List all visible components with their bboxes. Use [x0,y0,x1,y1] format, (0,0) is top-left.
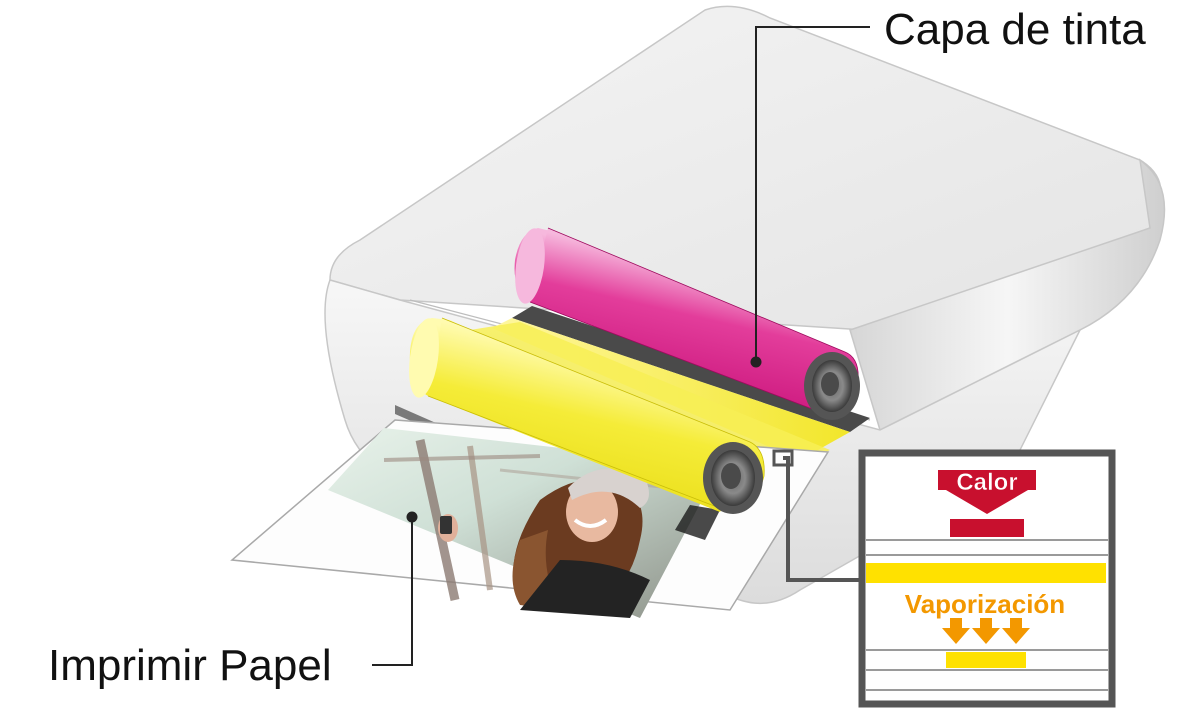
heater-block [950,519,1024,537]
print-paper-callout: Imprimir Papel [48,511,418,690]
ink-ribbon [470,306,870,470]
process-inset: Calor Vaporización [858,449,1116,708]
vapor-arrows-icon [942,618,1030,644]
printed-photo [328,428,720,618]
ink-band [866,563,1106,583]
heat-label: Calor [956,469,1017,496]
vaporization-label: Vaporización [905,589,1065,619]
transferred-ink-block [946,652,1026,668]
ink-layer-label: Capa de tinta [884,5,1146,54]
print-paper-label: Imprimir Papel [48,641,332,690]
heat-arrow-icon [938,470,1036,514]
ink-layer-callout: Capa de tinta [750,5,1146,368]
inset-connector [772,449,862,582]
yellow-ink-roll [409,317,765,514]
